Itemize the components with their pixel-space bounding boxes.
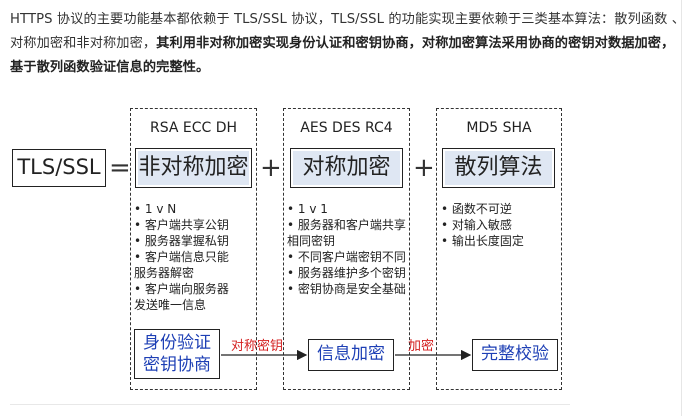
symmetric-column (283, 108, 410, 390)
asymmetric-algorithms-header: RSA ECC DH (149, 120, 238, 136)
symmetric-algorithms-header: AES DES RC4 (300, 120, 393, 136)
feature-item: • 密钥协商是安全基础 (287, 282, 406, 296)
feature-item: 服务器解密 (134, 266, 195, 280)
asymmetric-column (130, 108, 257, 390)
key-negotiation-label: 密钥协商 (143, 355, 211, 375)
feature-item: • 客户端向服务器 (134, 282, 229, 296)
feature-item: • 服务器维护多个密钥 (287, 266, 406, 280)
symmetric-key-arrow-label: 对称密钥 (231, 339, 284, 354)
tls-ssl-box: TLS/SSL (12, 149, 106, 187)
hash-algorithms-header: MD5 SHA (466, 120, 532, 136)
feature-item: • 客户端信息只能 (134, 250, 229, 264)
equals-sign: = (109, 153, 131, 183)
identity-auth-key-negotiation-box: 身份验证 密钥协商 (134, 329, 220, 379)
plus-sign-1: + (260, 153, 282, 183)
page-bottom-divider (10, 404, 570, 405)
feature-item: • 1 v 1 (287, 202, 328, 216)
hash-features-list: • 函数不可逆 • 对输入敏感 • 输出长度固定 (441, 201, 524, 249)
encrypt-arrow-label: 加密 (408, 339, 435, 354)
feature-item: • 客户端共享公钥 (134, 218, 229, 232)
identity-auth-label: 身份验证 (143, 333, 211, 353)
feature-item: 相同密钥 (287, 234, 336, 248)
intro-paragraph: HTTPS 协议的主要功能基本都依赖于 TLS/SSL 协议，TLS/SSL 的… (10, 8, 686, 80)
feature-item: • 服务器和客户端共享 (287, 218, 406, 232)
feature-item: • 不同客户端密钥不同 (287, 250, 406, 264)
asymmetric-features-list: • 1 v N • 客户端共享公钥 • 服务器掌握私钥 • 客户端信息只能 服务… (134, 201, 229, 313)
integrity-check-box: 完整校验 (472, 339, 558, 371)
plus-sign-2: + (413, 153, 435, 183)
hash-algorithm-box: 散列算法 (442, 148, 555, 188)
page-right-border (681, 0, 682, 416)
feature-item: • 函数不可逆 (441, 202, 512, 216)
feature-item: • 1 v N (134, 202, 177, 216)
intro-bold-text: 其利用非对称加密实现身份认证和密钥协商，对称加密算法采用协商的密钥对数据加密，基… (10, 36, 675, 75)
asymmetric-encryption-box: 非对称加密 (135, 148, 252, 188)
intro-text: HTTPS 协议的主要功能基本都依赖于 TLS/SSL 协议，TLS/SSL 的… (10, 12, 686, 51)
feature-item: • 服务器掌握私钥 (134, 234, 229, 248)
feature-item: • 输出长度固定 (441, 234, 524, 248)
feature-item: 发送唯一信息 (134, 298, 207, 312)
info-encryption-box: 信息加密 (308, 339, 394, 371)
hash-column (436, 108, 562, 390)
symmetric-encryption-box: 对称加密 (290, 148, 403, 188)
symmetric-features-list: • 1 v 1 • 服务器和客户端共享 相同密钥 • 不同客户端密钥不同 • 服… (287, 201, 406, 297)
feature-item: • 对输入敏感 (441, 218, 512, 232)
